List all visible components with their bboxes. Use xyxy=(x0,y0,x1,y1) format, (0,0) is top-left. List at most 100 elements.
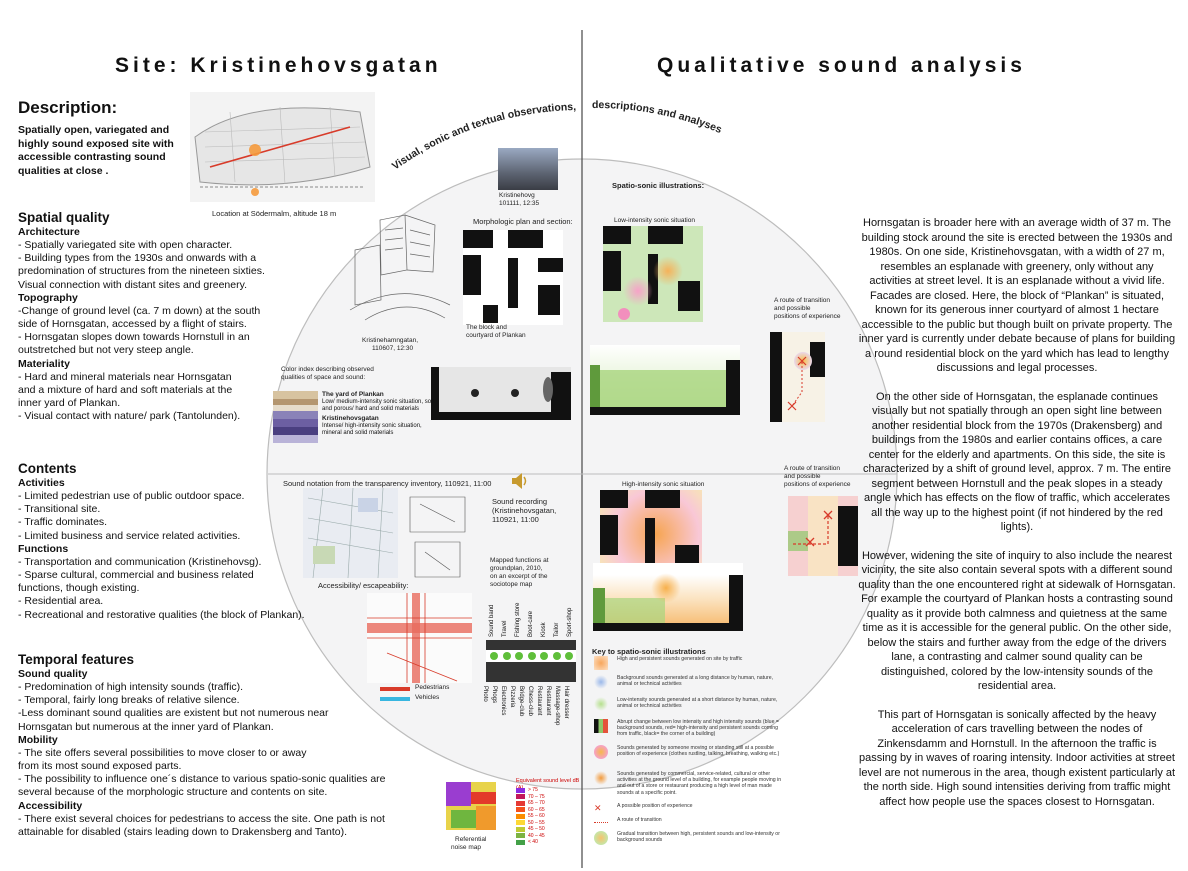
right-text: Hornsgatan is broader here with an avera… xyxy=(858,216,1176,820)
key-item: High and persistent sounds generated on … xyxy=(594,656,789,673)
key-swatch-icon xyxy=(594,656,608,670)
route-label-top-1: A route of transition xyxy=(774,297,831,304)
architecture-line: - Spatially variegated site with open ch… xyxy=(18,239,233,251)
right-paragraph-4: This part of Hornsgatan is sonically aff… xyxy=(858,708,1176,808)
noise-caption-2: noise map xyxy=(451,844,481,851)
key-text: Low-intensity sounds generated at a shor… xyxy=(617,697,778,710)
key-swatch-icon: ✕ xyxy=(594,803,602,813)
sound-quality-line: Hornsgatan but numerous at the inner yar… xyxy=(18,720,274,733)
street-photo xyxy=(498,148,558,190)
key-text: Background sounds generated at a long di… xyxy=(617,675,774,688)
activities-label: Activities xyxy=(18,477,65,489)
noise-swatch xyxy=(516,826,525,832)
mobility-label: Mobility xyxy=(18,733,58,746)
noise-legend-row: 65 – 70 xyxy=(516,800,566,806)
top-function-label: Sport-shop xyxy=(566,607,573,637)
route-label-top-2: and possible xyxy=(774,305,811,312)
materiality-line: - Hard and mineral materials near Hornsg… xyxy=(18,370,232,383)
key-text: Sounds generated by commercial, service-… xyxy=(617,771,782,796)
right-paragraph-1: Hornsgatan is broader here with an avera… xyxy=(858,217,1176,374)
functions-line: functions, though existing. xyxy=(18,582,140,595)
functions-line: - Transportation and communication (Kris… xyxy=(18,555,262,568)
key-text: High and persistent sounds generated on … xyxy=(617,656,743,662)
noise-legend-label: > 75 xyxy=(528,787,538,793)
top-function-label: Kiosk xyxy=(540,622,547,637)
architecture-line: Visual connection with distant sites and… xyxy=(18,278,247,291)
key-swatch-icon xyxy=(594,675,608,689)
arc-label-right: descriptions and analyses xyxy=(592,99,724,136)
bottom-function-label: Bridge-club xyxy=(517,686,524,717)
location-map xyxy=(190,92,375,202)
topography-line: -Change of ground level (ca. 7 m down) a… xyxy=(18,304,261,317)
sound-quality-line: -Less dominant sound qualities are exist… xyxy=(18,707,329,720)
activities-line: - Limited pedestrian use of public outdo… xyxy=(18,490,245,502)
spatial-quality-heading: Spatial quality xyxy=(18,210,110,225)
architecture-line: - Building types from the 1930s and onwa… xyxy=(18,252,257,265)
pedestrians-label: Pedestrians xyxy=(415,684,450,691)
sound-notation-sketch xyxy=(405,492,475,587)
morphologic-plan xyxy=(463,230,563,325)
key-item: Low-intensity sounds generated at a shor… xyxy=(594,697,789,717)
low-intensity-label: Low-intensity sonic situation xyxy=(614,217,695,224)
key-swatch-icon xyxy=(594,697,608,711)
noise-caption-1: Referential xyxy=(455,836,487,843)
key-item: Abrupt change between low intensity and … xyxy=(594,719,789,743)
noise-swatch xyxy=(516,839,525,845)
photo-caption-1: Kristinehovg xyxy=(499,192,535,199)
top-function-label: Sound band xyxy=(489,604,496,637)
bottom-function-label: Massage-shop xyxy=(553,686,560,726)
mapped-4: sociotope map xyxy=(490,581,533,588)
bottom-function-label: Phogs xyxy=(490,686,497,704)
spatio-label: Spatio-sonic illustrations: xyxy=(612,181,705,190)
sketch-caption-1: Kristinehamngatan, xyxy=(362,337,419,344)
activities-line: - Limited business and service related a… xyxy=(18,529,241,542)
mapped-1: Mapped functions at xyxy=(490,557,549,564)
section-drawing-low xyxy=(590,345,740,415)
architecture-label: Architecture xyxy=(18,226,80,238)
noise-legend-label: 40 – 45 xyxy=(528,832,545,839)
spatial-quality-section: Spatial quality Architecture - Spatially… xyxy=(18,210,298,423)
svg-text:descriptions and analyses: descriptions and analyses xyxy=(592,99,724,136)
top-function-label: Travel xyxy=(502,620,509,637)
noise-map xyxy=(446,782,496,830)
bottom-function-label: Electronics xyxy=(499,686,506,716)
mapped-2: groundplan, 2010, xyxy=(490,565,543,572)
contents-heading: Contents xyxy=(18,461,77,476)
noise-legend-row: 50 – 55 xyxy=(516,820,566,826)
functions-strip xyxy=(486,640,576,682)
speaker-icon[interactable] xyxy=(510,471,530,491)
noise-legend-label: 60 – 65 xyxy=(528,806,545,813)
bottom-function-label: Hair dresser xyxy=(562,686,569,719)
noise-legend-row: > 75 xyxy=(516,787,566,793)
sketch-caption-2: 110607, 12:30 xyxy=(372,345,414,352)
key-title: Key to spatio-sonic illustrations xyxy=(592,647,706,656)
function-dot xyxy=(490,652,498,660)
noise-legend-row: < 40 xyxy=(516,839,566,845)
description-text: Spatially open, variegated and highly so… xyxy=(18,124,174,177)
sound-recording-2: (Kristinehovsgatan, xyxy=(492,506,557,515)
key-list: High and persistent sounds generated on … xyxy=(594,656,789,851)
bottom-function-label: Chess-club xyxy=(526,686,533,717)
color-index-label: Color index describing observed qualitie… xyxy=(281,366,374,381)
noise-swatch xyxy=(516,813,525,819)
bottom-function-label: Pizzeria xyxy=(508,686,515,708)
functions-line: - Residential area. xyxy=(18,595,104,608)
key-text: Abrupt change between low intensity and … xyxy=(617,719,779,738)
mobility-line: several because of the morphologic struc… xyxy=(18,786,328,799)
route-label-top-3: positions of experience xyxy=(774,313,841,320)
contents-section: Contents Activities - Limited pedestrian… xyxy=(18,461,338,622)
pedestrians-legend xyxy=(380,687,410,691)
sound-recording-3: 110921, 11:00 xyxy=(492,515,539,524)
key-swatch-icon xyxy=(594,831,608,845)
map-caption: Location at Södermalm, altitude 18 m xyxy=(212,209,337,218)
key-swatch-icon xyxy=(594,822,608,823)
noise-swatch xyxy=(516,800,525,806)
sound-quality-line: - Temporal, fairly long breaks of relati… xyxy=(18,694,240,707)
noise-legend-label: 65 – 70 xyxy=(528,800,545,806)
left-title: Site: Kristinehovsgatan xyxy=(115,54,442,77)
activities-line: - Transitional site. xyxy=(18,503,101,516)
vehicles-label: Vehicles xyxy=(415,694,440,701)
topography-label: Topography xyxy=(18,291,78,304)
